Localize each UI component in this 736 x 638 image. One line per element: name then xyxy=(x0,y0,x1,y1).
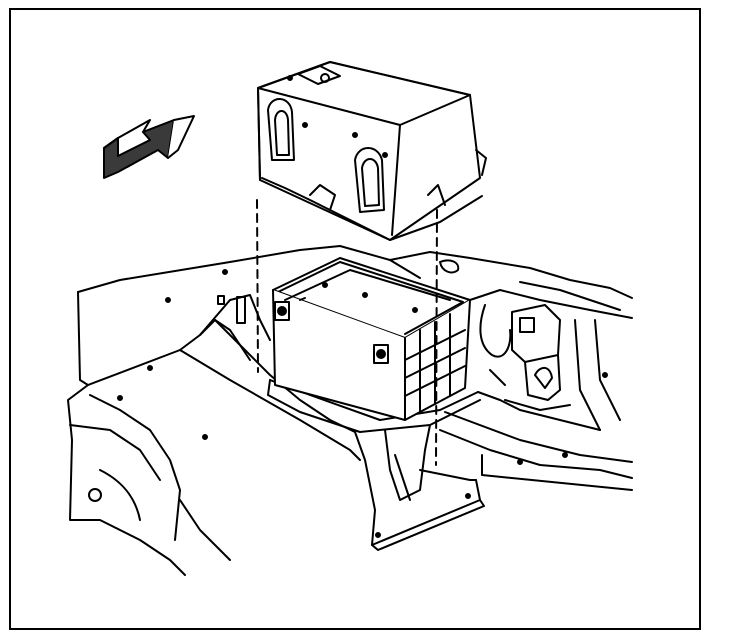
battery-cover xyxy=(257,61,487,241)
battery xyxy=(272,257,471,421)
front-bulkhead xyxy=(389,251,633,491)
forward-arrow-icon xyxy=(103,115,195,179)
fuse-block xyxy=(479,304,571,411)
battery-tray xyxy=(267,379,485,551)
